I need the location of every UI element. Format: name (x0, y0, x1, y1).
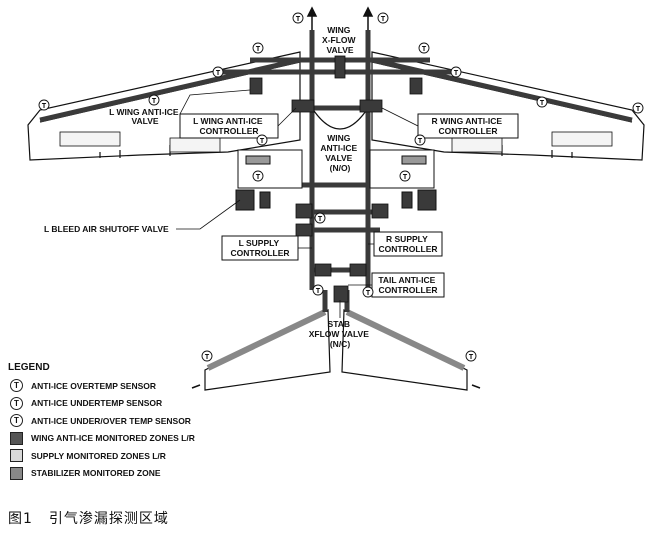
svg-text:T: T (316, 288, 321, 295)
svg-text:T: T (540, 100, 545, 107)
l-wing-controller-label: L WING ANTI-ICE CONTROLLER (193, 116, 265, 136)
leader-lines (176, 89, 419, 318)
wing-zone-swatch-icon (10, 431, 23, 445)
bleed-leak-detection-diagram: T T T T T T T T T T T T T T T T T T T WI… (27, 6, 645, 391)
legend-item-under-over-temp: T ANTI-ICE UNDER/OVER TEMP SENSOR (8, 412, 268, 430)
temperature-sensor-icon: T (201, 350, 213, 362)
tail-controller-label: TAIL ANTI-ICE CONTROLLER (378, 275, 437, 295)
legend-item-stab-zone: STABILIZER MONITORED ZONE (8, 465, 268, 483)
temperature-sensor-icon: T (312, 284, 324, 296)
svg-text:T: T (205, 354, 210, 361)
svg-text:T: T (469, 354, 474, 361)
valves (249, 55, 423, 303)
l-supply-label: L SUPPLY CONTROLLER (230, 238, 289, 258)
temperature-sensor-icon: T (212, 66, 224, 78)
legend-item-supply-zone: SUPPLY MONITORED ZONES L/R (8, 447, 268, 465)
l-bleed-label: L BLEED AIR SHUTOFF VALVE (44, 224, 169, 234)
temperature-sensor-icon: T (256, 134, 268, 146)
svg-text:T: T (256, 174, 261, 181)
temperature-sensor-icon: T (465, 350, 477, 362)
temperature-sensor-icon: T (362, 286, 374, 298)
legend-item-wing-zone: WING ANTI-ICE MONITORED ZONES L/R (8, 430, 268, 448)
right-engine-area (369, 149, 437, 211)
wing-xflow-label: WING X-FLOW VALVE (322, 25, 358, 55)
crossflow-loop (311, 107, 369, 130)
svg-text:T: T (216, 70, 221, 77)
svg-text:T: T (454, 70, 459, 77)
temperature-sensor-icon: T (399, 170, 411, 182)
temperature-sensor-icon: T (414, 134, 426, 146)
temperature-sensor-icon: T (252, 42, 264, 54)
legend-item-overtemp: T ANTI-ICE OVERTEMP SENSOR (8, 377, 268, 395)
svg-text:T: T (381, 16, 386, 23)
temperature-sensor-icon: T (252, 170, 264, 182)
left-wing-panels (59, 131, 221, 153)
temperature-sensor-icon: T (632, 102, 644, 114)
svg-text:T: T (422, 46, 427, 53)
legend-title: LEGEND (8, 362, 50, 373)
sensor-icon: T (10, 396, 23, 410)
figure-number: 图1 (8, 511, 33, 527)
legend: LEGEND T ANTI-ICE OVERTEMP SENSOR T ANTI… (8, 362, 268, 482)
svg-text:T: T (152, 98, 157, 105)
left-engine-area (235, 149, 303, 211)
temperature-sensor-icon: T (377, 12, 389, 24)
temperature-sensor-icon: T (292, 12, 304, 24)
stab-duct-left (206, 309, 327, 371)
svg-text:T: T (318, 216, 323, 223)
stab-xflow-label: STAB XFLOW VALVE (N/C) (309, 319, 372, 349)
temp-sensors: T T T T T T T T T T T T T T T T T T T (38, 12, 644, 362)
stab-zone-swatch-icon (10, 466, 23, 480)
temperature-sensor-icon: T (148, 94, 160, 106)
stab-duct-right (345, 309, 466, 371)
temperature-sensor-icon: T (536, 96, 548, 108)
supply-zone-swatch-icon (10, 449, 23, 463)
svg-text:T: T (256, 46, 261, 53)
svg-text:T: T (636, 106, 641, 113)
sensor-icon: T (10, 379, 23, 393)
wing-antiice-valve-label: WING ANTI-ICE VALVE (N/O) (320, 133, 359, 173)
right-wing-panels (451, 131, 613, 153)
svg-text:T: T (260, 138, 265, 145)
svg-text:T: T (403, 174, 408, 181)
svg-text:T: T (418, 138, 423, 145)
temperature-sensor-icon: T (314, 212, 326, 224)
figure-title: 引气渗漏探测区域 (48, 511, 169, 527)
svg-text:T: T (296, 16, 301, 23)
sensor-icon: T (10, 414, 23, 428)
controller-boxes (179, 113, 519, 298)
temperature-sensor-icon: T (450, 66, 462, 78)
r-supply-label: R SUPPLY CONTROLLER (378, 234, 437, 254)
l-wing-valve-label: L WING ANTI-ICE VALVE (109, 107, 181, 126)
legend-item-undertemp: T ANTI-ICE UNDERTEMP SENSOR (8, 395, 268, 413)
temperature-sensor-icon: T (38, 99, 50, 111)
r-wing-controller-label: R WING ANTI-ICE CONTROLLER (432, 116, 505, 136)
overboard-arrows (191, 6, 481, 389)
svg-text:T: T (366, 290, 371, 297)
figure-caption: 图1 引气渗漏探测区域 (8, 508, 185, 528)
temperature-sensor-icon: T (418, 42, 430, 54)
svg-text:T: T (42, 103, 47, 110)
